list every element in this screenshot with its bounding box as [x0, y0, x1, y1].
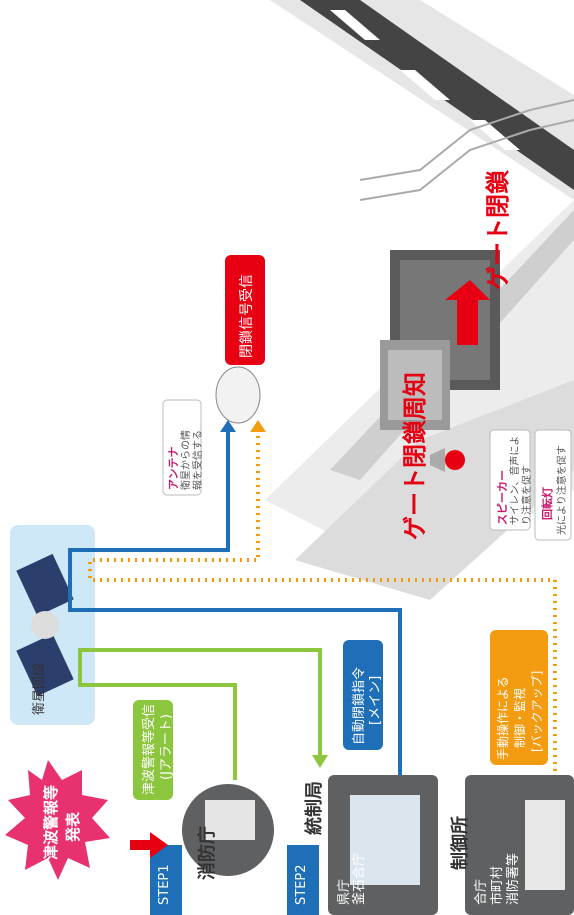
- orange-dotted-line: [88, 430, 557, 820]
- signal-label: 閉鎖信号受信: [239, 274, 255, 358]
- fire-agency-label: 消防庁: [197, 826, 218, 880]
- beacon-icon: [445, 450, 465, 470]
- command-line2: [メイン]: [368, 675, 383, 725]
- speaker-callout: [489, 429, 531, 531]
- manual-line3: [バックアップ]: [530, 670, 544, 752]
- antenna-callout: [162, 399, 202, 496]
- speaker-line2: り注意を促す: [522, 465, 533, 525]
- step1-label: STEP1: [157, 864, 172, 905]
- alert-recv-box: [133, 700, 173, 800]
- manual-box: [490, 630, 548, 765]
- step2-badge: [287, 845, 319, 915]
- control-bureau-label: 統制局: [304, 781, 325, 835]
- step2-label: STEP2: [294, 864, 309, 905]
- command-box: [343, 640, 383, 750]
- control-line3: 消防署等: [506, 852, 521, 905]
- antenna-dish: [215, 366, 261, 424]
- tsunami-line2: 発表: [64, 811, 82, 842]
- manual-line1: 手動操作による: [496, 676, 510, 760]
- speaker-icon: [430, 448, 445, 472]
- antenna-line2: 報を受信する: [193, 430, 204, 490]
- tsunami-line1: 津波警報等: [42, 784, 60, 860]
- alert-recv-line2: (Jアラート): [159, 714, 174, 780]
- beacon-callout: [534, 429, 572, 541]
- signal-box: [225, 255, 265, 365]
- beacon-line1: 光により注意を促す: [557, 445, 568, 535]
- blue-line: [68, 430, 402, 775]
- prefecture-line2: 釜石合庁: [352, 852, 367, 905]
- step1-badge: [150, 845, 182, 915]
- gate-notice-label: ゲート閉鎖周知: [401, 372, 429, 540]
- gate-close-label: ゲート閉鎖: [484, 170, 512, 290]
- satellite-label: 衛星回線: [32, 662, 47, 715]
- manual-line2: 制御・監視: [513, 687, 527, 748]
- tsunami-burst: [5, 760, 110, 880]
- control-title: 制御所: [450, 816, 471, 870]
- green-line: [78, 648, 322, 780]
- red-arrow: [130, 832, 168, 858]
